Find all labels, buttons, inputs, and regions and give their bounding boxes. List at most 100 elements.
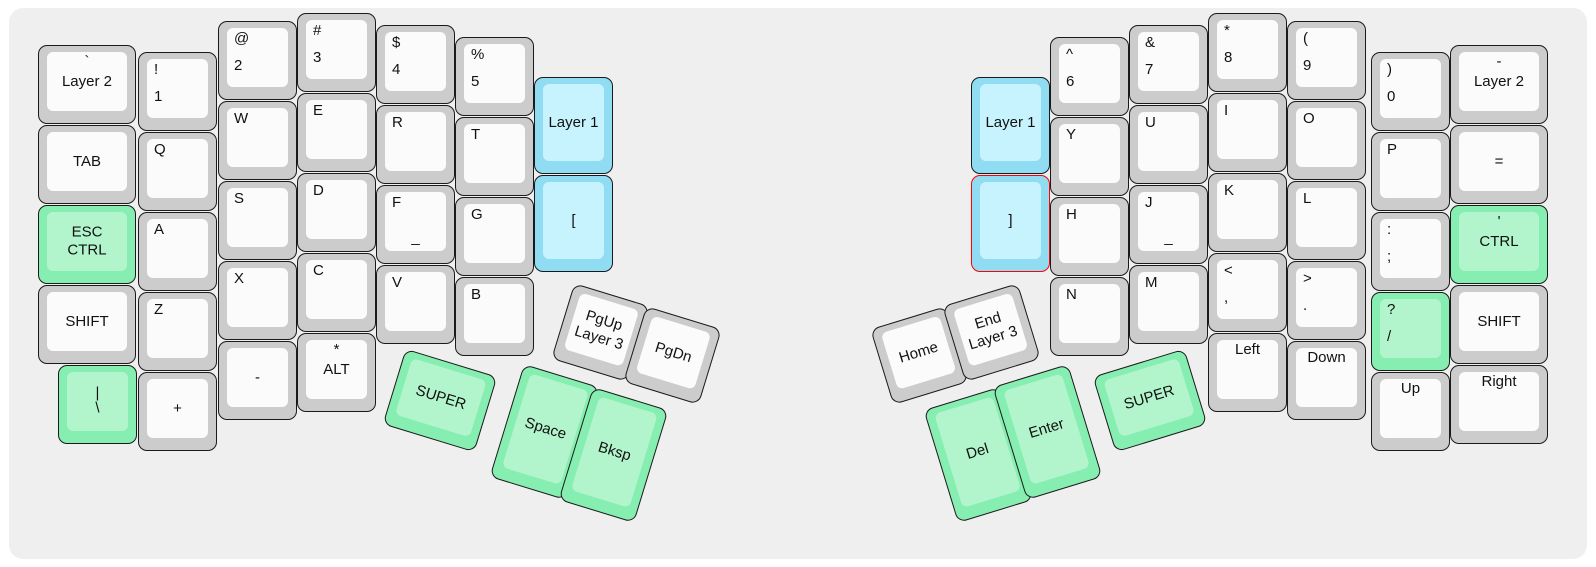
- key-9[interactable]: (9: [1287, 21, 1366, 100]
- key-legends: =: [1459, 132, 1539, 191]
- key-legends: E: [306, 100, 367, 159]
- key-quote-ctrl[interactable]: 'CTRL: [1450, 205, 1548, 284]
- key-7[interactable]: &7: [1129, 25, 1208, 104]
- key-legend-main: Up: [1400, 380, 1421, 397]
- key-pipe-backslash[interactable]: |\: [58, 365, 137, 444]
- key-legend-main: O: [1303, 110, 1315, 127]
- key-slash[interactable]: ?/: [1371, 292, 1450, 371]
- key-8[interactable]: *8: [1208, 13, 1287, 92]
- key-top-surface: [227, 268, 288, 327]
- key-b[interactable]: B: [455, 277, 534, 356]
- key-legend-main: Y: [1066, 126, 1077, 143]
- key-top-surface: [306, 100, 367, 159]
- key-top-surface: [147, 139, 208, 198]
- key-tab[interactable]: TAB: [38, 125, 136, 204]
- key-k[interactable]: K: [1208, 173, 1287, 252]
- key-top-surface: [1459, 212, 1539, 271]
- key-legend-main: Q: [154, 141, 166, 158]
- key-v[interactable]: V: [376, 265, 455, 344]
- key-5[interactable]: %5: [455, 37, 534, 116]
- key-right[interactable]: Right: [1450, 365, 1548, 444]
- key-legend-main: ]: [1008, 211, 1013, 229]
- key-top-surface: [47, 132, 127, 191]
- key-j[interactable]: J_: [1129, 185, 1208, 264]
- key-bracket-right[interactable]: ]: [971, 175, 1050, 272]
- key-alt[interactable]: *ALT: [297, 333, 376, 412]
- key-legend-main: Layer 1: [985, 113, 1036, 131]
- key-legend-main: Bksp: [595, 438, 633, 465]
- key-top-surface: [1380, 299, 1441, 358]
- key-legends: N: [1059, 284, 1120, 343]
- key-legend-main: 7: [1145, 60, 1154, 78]
- key-minus[interactable]: -: [218, 341, 297, 420]
- key-bracket-left[interactable]: [: [534, 175, 613, 272]
- key-plus[interactable]: +: [138, 372, 217, 451]
- key-p[interactable]: P: [1371, 132, 1450, 211]
- key-n[interactable]: N: [1050, 277, 1129, 356]
- key-legends: R: [385, 112, 446, 171]
- key-z[interactable]: Z: [138, 292, 217, 371]
- key-4[interactable]: $4: [376, 25, 455, 104]
- key-h[interactable]: H: [1050, 197, 1129, 276]
- key-x[interactable]: X: [218, 261, 297, 340]
- key-super[interactable]: SUPER: [1092, 348, 1208, 452]
- key-u[interactable]: U: [1129, 105, 1208, 184]
- key-up[interactable]: Up: [1371, 372, 1450, 451]
- key-legend-top: &: [1145, 34, 1156, 51]
- key-o[interactable]: O: [1287, 101, 1366, 180]
- key-legend-top: :: [1387, 221, 1392, 238]
- key-q[interactable]: Q: [138, 132, 217, 211]
- key-g[interactable]: G: [455, 197, 534, 276]
- key-equals[interactable]: =: [1450, 125, 1548, 204]
- key-top-surface: [980, 84, 1041, 161]
- key-s[interactable]: S: [218, 181, 297, 260]
- key-semicolon[interactable]: :;: [1371, 212, 1450, 291]
- key-layer1[interactable]: Layer 1: [534, 77, 613, 174]
- key-top-surface: [1138, 272, 1199, 331]
- key-legends: SHIFT: [1459, 292, 1539, 351]
- key-legends: Up: [1380, 379, 1441, 438]
- key-comma[interactable]: <,: [1208, 253, 1287, 332]
- key-period[interactable]: >.: [1287, 261, 1366, 340]
- key-0[interactable]: )0: [1371, 52, 1450, 131]
- key-shift[interactable]: SHIFT: [38, 285, 136, 364]
- key-6[interactable]: ^6: [1050, 37, 1129, 116]
- key-m[interactable]: M: [1129, 265, 1208, 344]
- key-down[interactable]: Down: [1287, 341, 1366, 420]
- key-legends: +: [147, 379, 208, 438]
- key-y[interactable]: Y: [1050, 117, 1129, 196]
- key-legend-top: @: [234, 30, 250, 47]
- key-left[interactable]: Left: [1208, 333, 1287, 412]
- key-a[interactable]: A: [138, 212, 217, 291]
- key-legend-main: Layer 2: [61, 72, 113, 90]
- key-i[interactable]: I: [1208, 93, 1287, 172]
- key-2[interactable]: @2: [218, 21, 297, 100]
- key-f[interactable]: F_: [376, 185, 455, 264]
- key-layer1[interactable]: Layer 1: [971, 77, 1050, 174]
- key-legend-main: 3: [313, 48, 322, 66]
- key-legend-main: 5: [471, 72, 480, 90]
- key-top-surface: [1380, 379, 1441, 438]
- key-w[interactable]: W: [218, 101, 297, 180]
- key-3[interactable]: #3: [297, 13, 376, 92]
- key-layer2-grave[interactable]: `Layer 2: [38, 45, 136, 124]
- key-shift[interactable]: SHIFT: [1450, 285, 1548, 364]
- key-d[interactable]: D: [297, 173, 376, 252]
- key-top-surface: [980, 182, 1041, 259]
- key-top-surface: [227, 348, 288, 407]
- key-t[interactable]: T: [455, 117, 534, 196]
- key-legend-top: (: [1303, 30, 1308, 47]
- homing-bump-indicator: _: [1164, 228, 1173, 246]
- key-super[interactable]: SUPER: [382, 348, 498, 452]
- key-layer2-minus[interactable]: -Layer 2: [1450, 45, 1548, 124]
- key-1[interactable]: !1: [138, 52, 217, 131]
- key-e[interactable]: E: [297, 93, 376, 172]
- key-legend-main: -: [255, 368, 260, 386]
- key-l[interactable]: L: [1287, 181, 1366, 260]
- key-r[interactable]: R: [376, 105, 455, 184]
- key-c[interactable]: C: [297, 253, 376, 332]
